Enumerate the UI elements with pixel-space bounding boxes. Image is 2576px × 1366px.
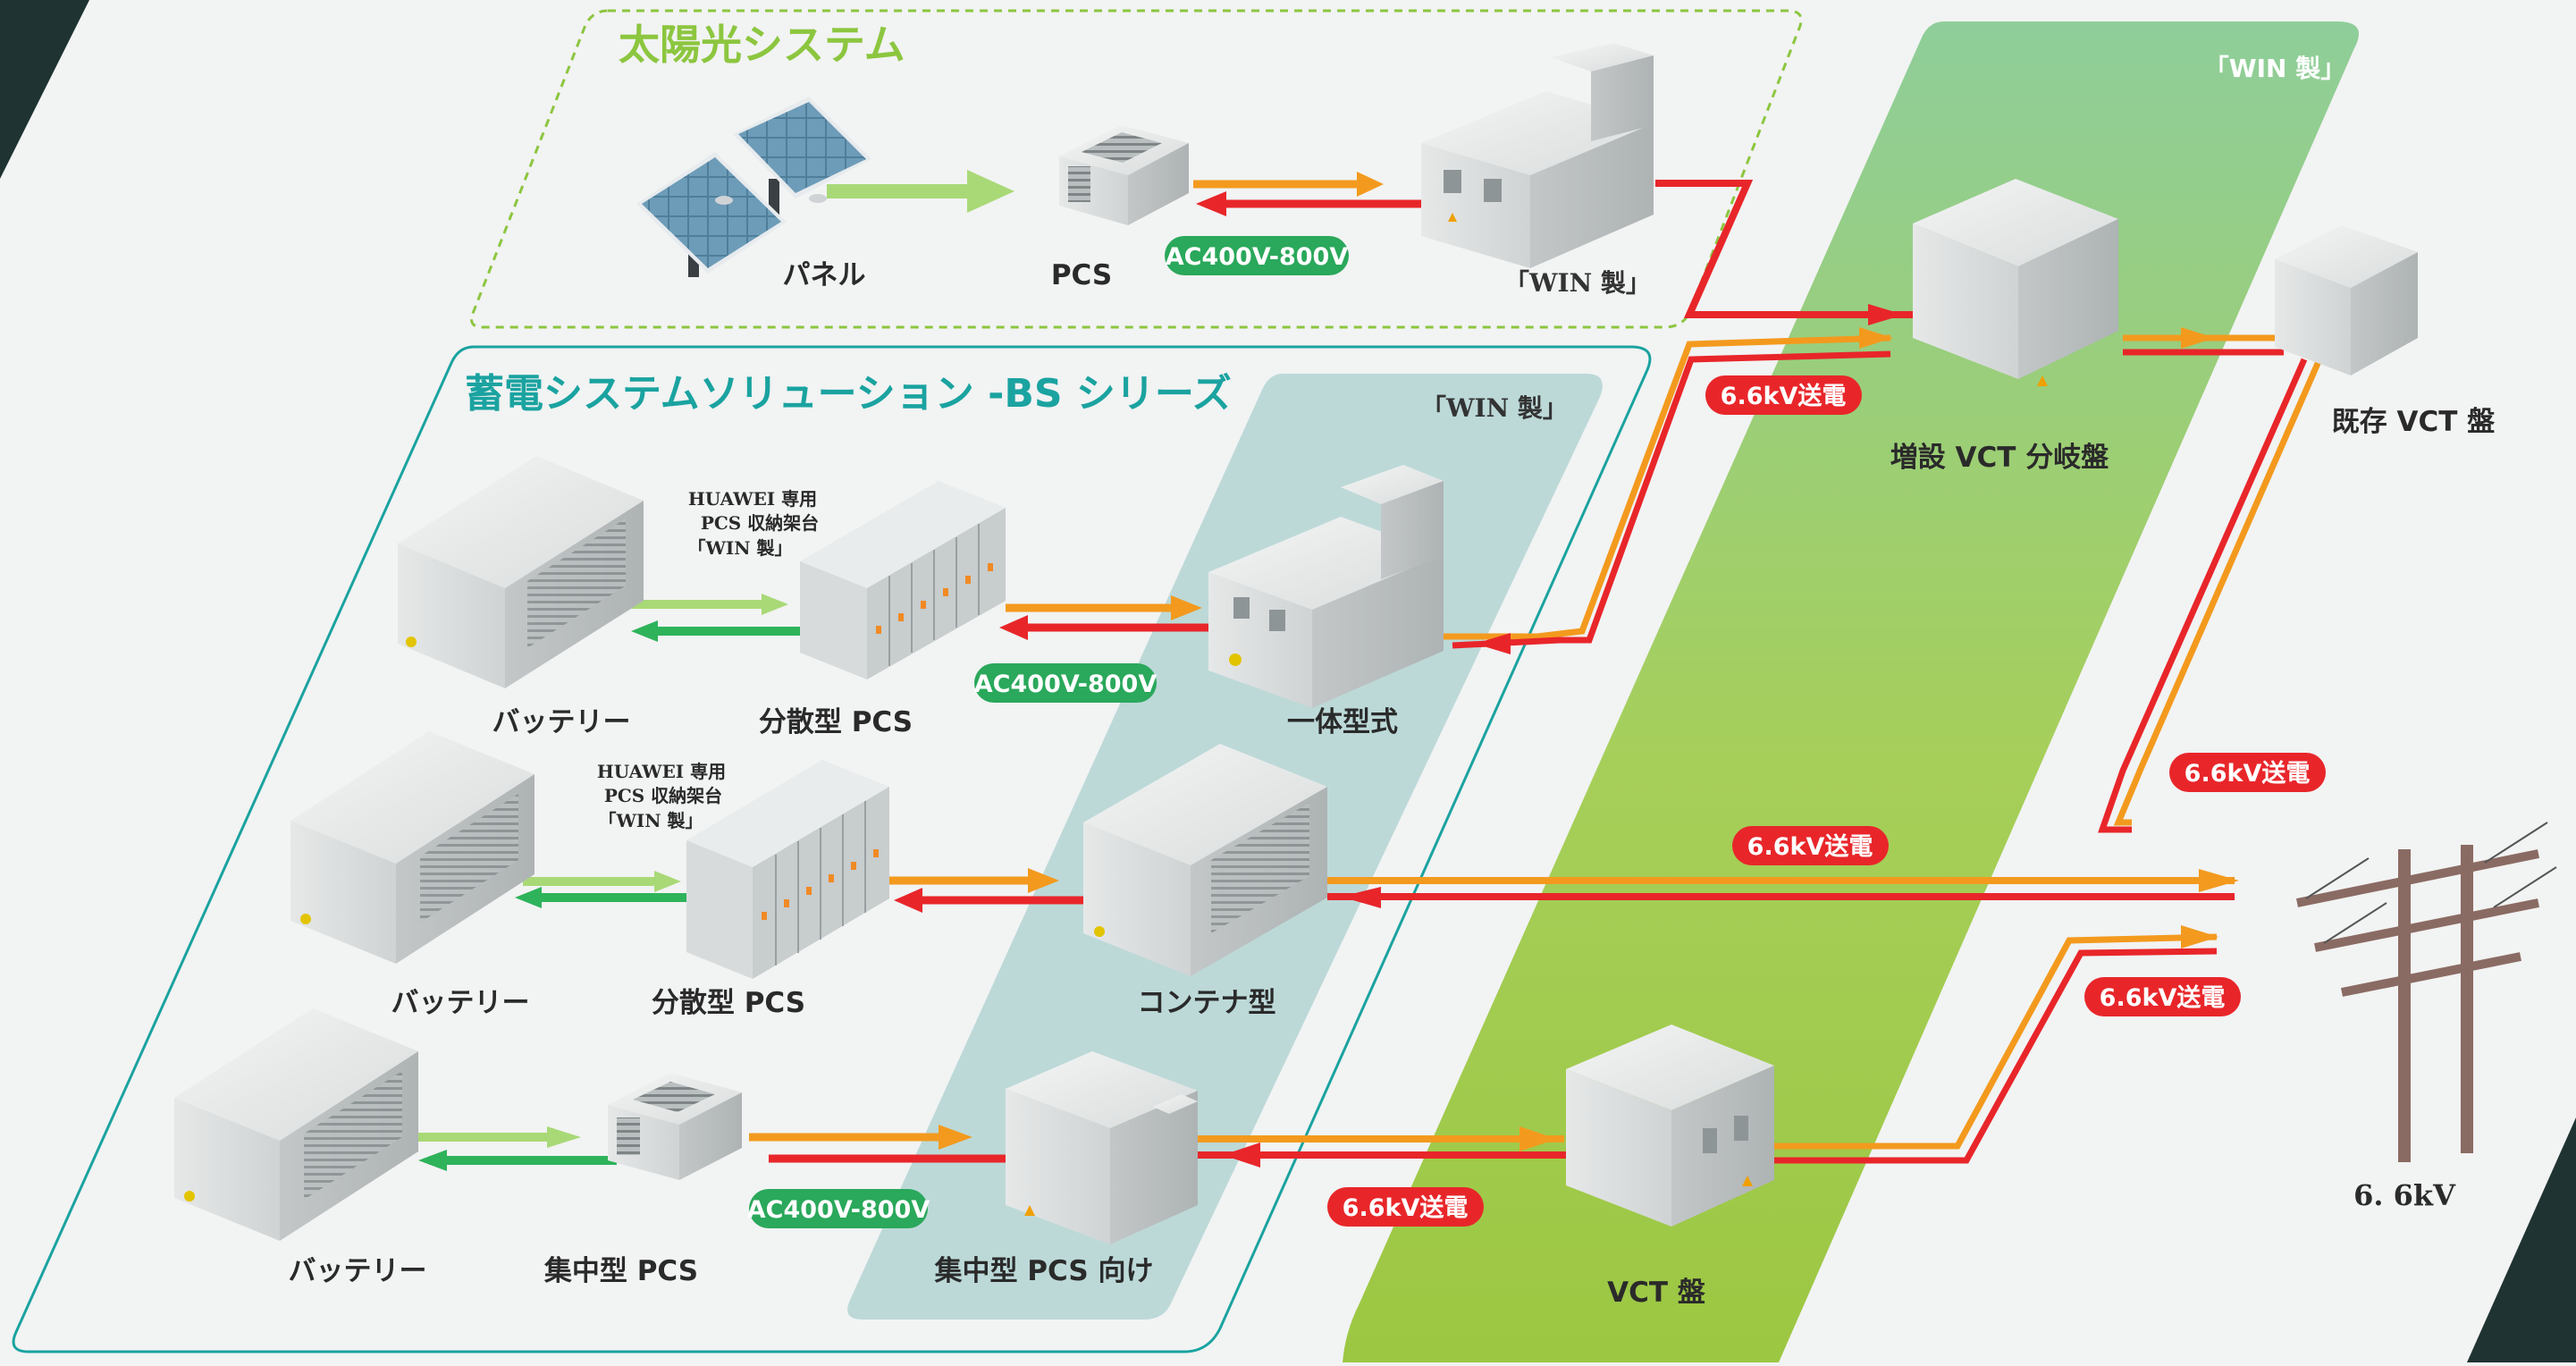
row1-pcs-note-line3: 「WIN 製」 bbox=[687, 537, 792, 559]
arrowhead bbox=[1341, 887, 1381, 908]
arrowhead bbox=[2199, 869, 2239, 892]
hv-badge-middle: 6.6kV送電 bbox=[1732, 826, 1889, 865]
hv-badge-upper: 6.6kV送電 bbox=[1705, 375, 1862, 415]
row1-battery-icon bbox=[398, 456, 644, 688]
row2-pcs-rack-icon bbox=[686, 760, 889, 979]
row2-container-icon bbox=[1083, 744, 1327, 976]
storage-zone-label: 「WIN 製」 bbox=[1421, 393, 1568, 423]
arrowhead bbox=[1868, 304, 1904, 325]
line-row1-to-branch-red bbox=[1452, 350, 1891, 649]
pole-voltage-label: 6. 6kV bbox=[2353, 1178, 2456, 1212]
existing-vct-icon bbox=[2275, 225, 2418, 375]
solar-pcs-icon bbox=[1059, 125, 1189, 225]
row1-cabinet-label: 一体型式 bbox=[1287, 706, 1398, 738]
arrowhead bbox=[1357, 172, 1384, 197]
row1-cabinet-icon bbox=[1208, 465, 1444, 708]
branch-vct-icon bbox=[1913, 179, 2118, 386]
solar-cabinet-icon bbox=[1421, 43, 1654, 268]
grid-zone-band bbox=[1343, 21, 2360, 1362]
svg-text:AC400V-800V: AC400V-800V bbox=[974, 670, 1158, 698]
line-solar-to-branch bbox=[1655, 180, 1922, 318]
hv-badge-right: 6.6kV送電 bbox=[2169, 753, 2326, 792]
row2-container-label: コンテナ型 bbox=[1138, 987, 1276, 1019]
existing-vct-label: 既存 VCT 盤 bbox=[2332, 406, 2495, 438]
storage-title: 蓄電システムソリューション -BS シリーズ bbox=[465, 371, 1232, 417]
branch-vct-label: 増設 VCT 分岐盤 bbox=[1890, 442, 2109, 474]
row3-battery-label: バッテリー bbox=[289, 1255, 427, 1287]
row3-pcs-icon bbox=[608, 1073, 742, 1180]
svg-text:6.6kV送電: 6.6kV送電 bbox=[1747, 833, 1873, 861]
storage-region bbox=[12, 345, 1652, 1353]
line-existing-to-pole-orange bbox=[2113, 358, 2323, 826]
panel-label: パネル bbox=[783, 259, 866, 291]
svg-text:6.6kV送電: 6.6kV送電 bbox=[2185, 760, 2311, 788]
row1-voltage-badge: AC400V-800V bbox=[974, 663, 1158, 703]
row2-battery-icon bbox=[290, 731, 535, 964]
grid-zone-label: 「WIN 製」 bbox=[2204, 54, 2346, 83]
arrowhead bbox=[1223, 1143, 1260, 1168]
row3-cabinet-icon bbox=[1006, 1051, 1198, 1244]
row2-battery-label: バッテリー bbox=[391, 987, 530, 1019]
row2-pcs-note-line2: PCS 収納架台 bbox=[604, 785, 722, 806]
svg-text:6.6kV送電: 6.6kV送電 bbox=[1721, 383, 1847, 410]
line-vct-to-pole-orange bbox=[1765, 933, 2218, 1150]
corner-decoration bbox=[0, 0, 89, 179]
arrowhead bbox=[2181, 925, 2218, 949]
solar-title: 太陽光システム bbox=[619, 21, 905, 69]
utility-pole-icon bbox=[2296, 822, 2557, 1162]
row1-battery-label: バッテリー bbox=[492, 706, 631, 738]
arrowhead bbox=[967, 170, 1014, 213]
line-existing-to-pole-red bbox=[2098, 358, 2308, 833]
arrowhead bbox=[1475, 633, 1511, 654]
svg-text:6.6kV送電: 6.6kV送電 bbox=[1343, 1194, 1469, 1222]
solar-voltage-badge: AC400V-800V bbox=[1165, 236, 1349, 275]
row1-pcs-label: 分散型 PCS bbox=[759, 706, 913, 738]
svg-text:AC400V-800V: AC400V-800V bbox=[747, 1196, 930, 1224]
row3-battery-icon bbox=[174, 1008, 418, 1241]
hv-badge-row3: 6.6kV送電 bbox=[1327, 1187, 1484, 1227]
solar-cabinet-label: 「WIN 製」 bbox=[1504, 268, 1651, 298]
row1-pcs-note-line2: PCS 収納架台 bbox=[701, 512, 819, 534]
corner-decoration bbox=[2467, 1117, 2576, 1362]
line-vct-to-pole-red bbox=[1765, 948, 2218, 1164]
solar-pcs-label: PCS bbox=[1051, 259, 1112, 291]
row1-pcs-rack-icon bbox=[800, 481, 1006, 679]
row3-cabinet-label: 集中型 PCS 向け bbox=[934, 1255, 1154, 1287]
row3-voltage-badge: AC400V-800V bbox=[747, 1189, 930, 1228]
vct-panel-icon bbox=[1566, 1024, 1774, 1227]
row2-pcs-note-line3: 「WIN 製」 bbox=[598, 810, 703, 831]
arrowhead bbox=[2181, 327, 2215, 349]
solar-panel-icon bbox=[636, 97, 871, 277]
arrowhead bbox=[1196, 191, 1226, 216]
row2-pcs-label: 分散型 PCS bbox=[652, 987, 805, 1019]
vct-panel-label: VCT 盤 bbox=[1607, 1277, 1705, 1309]
svg-text:AC400V-800V: AC400V-800V bbox=[1166, 243, 1349, 271]
row2-pcs-note-line1: HUAWEI 専用 bbox=[597, 761, 726, 782]
hv-badge-lower: 6.6kV送電 bbox=[2084, 977, 2241, 1016]
svg-text:6.6kV送電: 6.6kV送電 bbox=[2100, 984, 2226, 1012]
arrowhead bbox=[1520, 1126, 1557, 1151]
arrowhead bbox=[1859, 327, 1893, 349]
solar-region bbox=[470, 9, 1803, 329]
row1-pcs-note-line1: HUAWEI 専用 bbox=[688, 488, 817, 510]
row3-pcs-label: 集中型 PCS bbox=[543, 1255, 698, 1287]
